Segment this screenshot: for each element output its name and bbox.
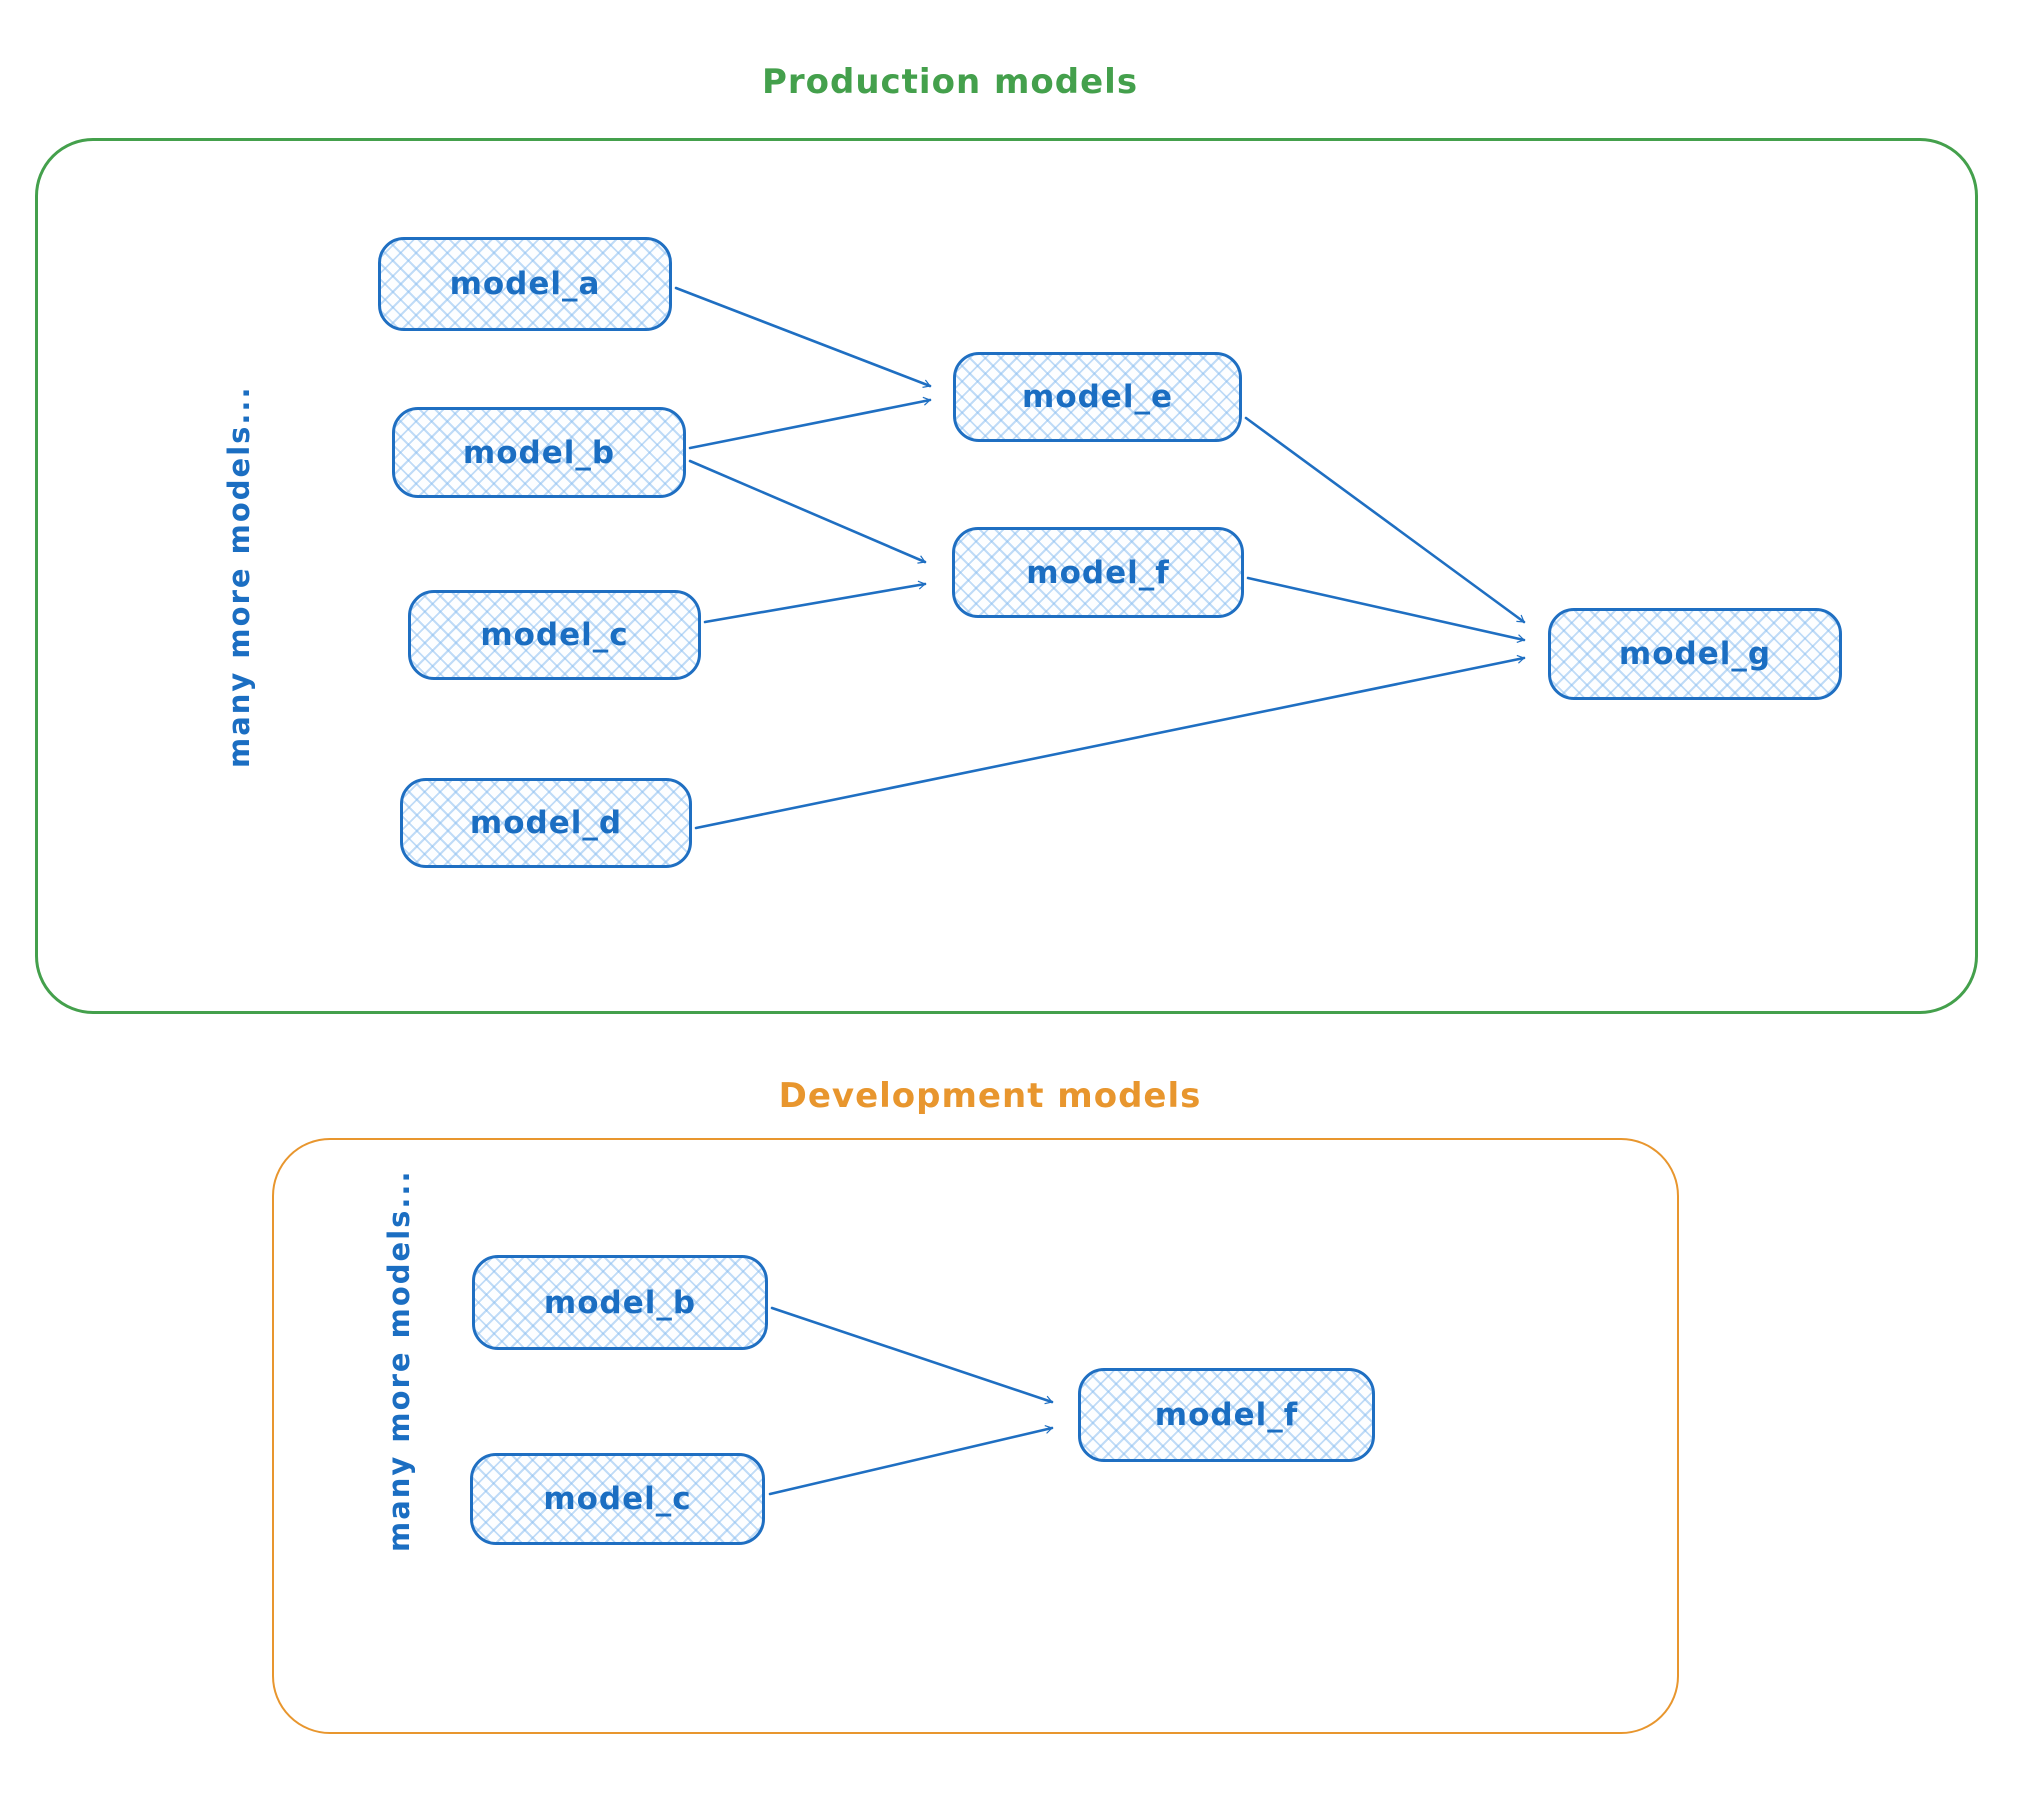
development-side-label: many more models...: [382, 1169, 416, 1552]
node-label: model_a: [449, 266, 601, 302]
node-label: model_f: [1026, 554, 1170, 591]
node-label: model_c: [480, 617, 629, 653]
node-development-model-c: model_c: [470, 1453, 765, 1545]
node-development-model-f: model_f: [1078, 1368, 1375, 1462]
node-label: model_b: [543, 1284, 697, 1321]
node-label: model_e: [1022, 379, 1173, 415]
node-development-model-b: model_b: [472, 1255, 768, 1350]
node-label: model_f: [1154, 1397, 1299, 1433]
node-production-model-c: model_c: [408, 590, 701, 680]
node-production-model-b: model_b: [392, 407, 686, 498]
node-production-model-a: model_a: [378, 237, 672, 331]
production-container: [35, 138, 1978, 1014]
node-label: model_b: [462, 434, 616, 471]
development-container: [272, 1138, 1679, 1734]
node-label: model_d: [469, 805, 623, 841]
development-section-title: Development models: [778, 1076, 1202, 1116]
node-production-model-f: model_f: [952, 527, 1244, 618]
node-label: model_g: [1618, 636, 1772, 672]
production-side-label: many more models...: [222, 385, 256, 768]
node-production-model-g: model_g: [1548, 608, 1842, 700]
node-production-model-d: model_d: [400, 778, 692, 868]
production-section-title: Production models: [761, 62, 1139, 102]
node-production-model-e: model_e: [953, 352, 1242, 442]
node-label: model_c: [543, 1481, 692, 1517]
